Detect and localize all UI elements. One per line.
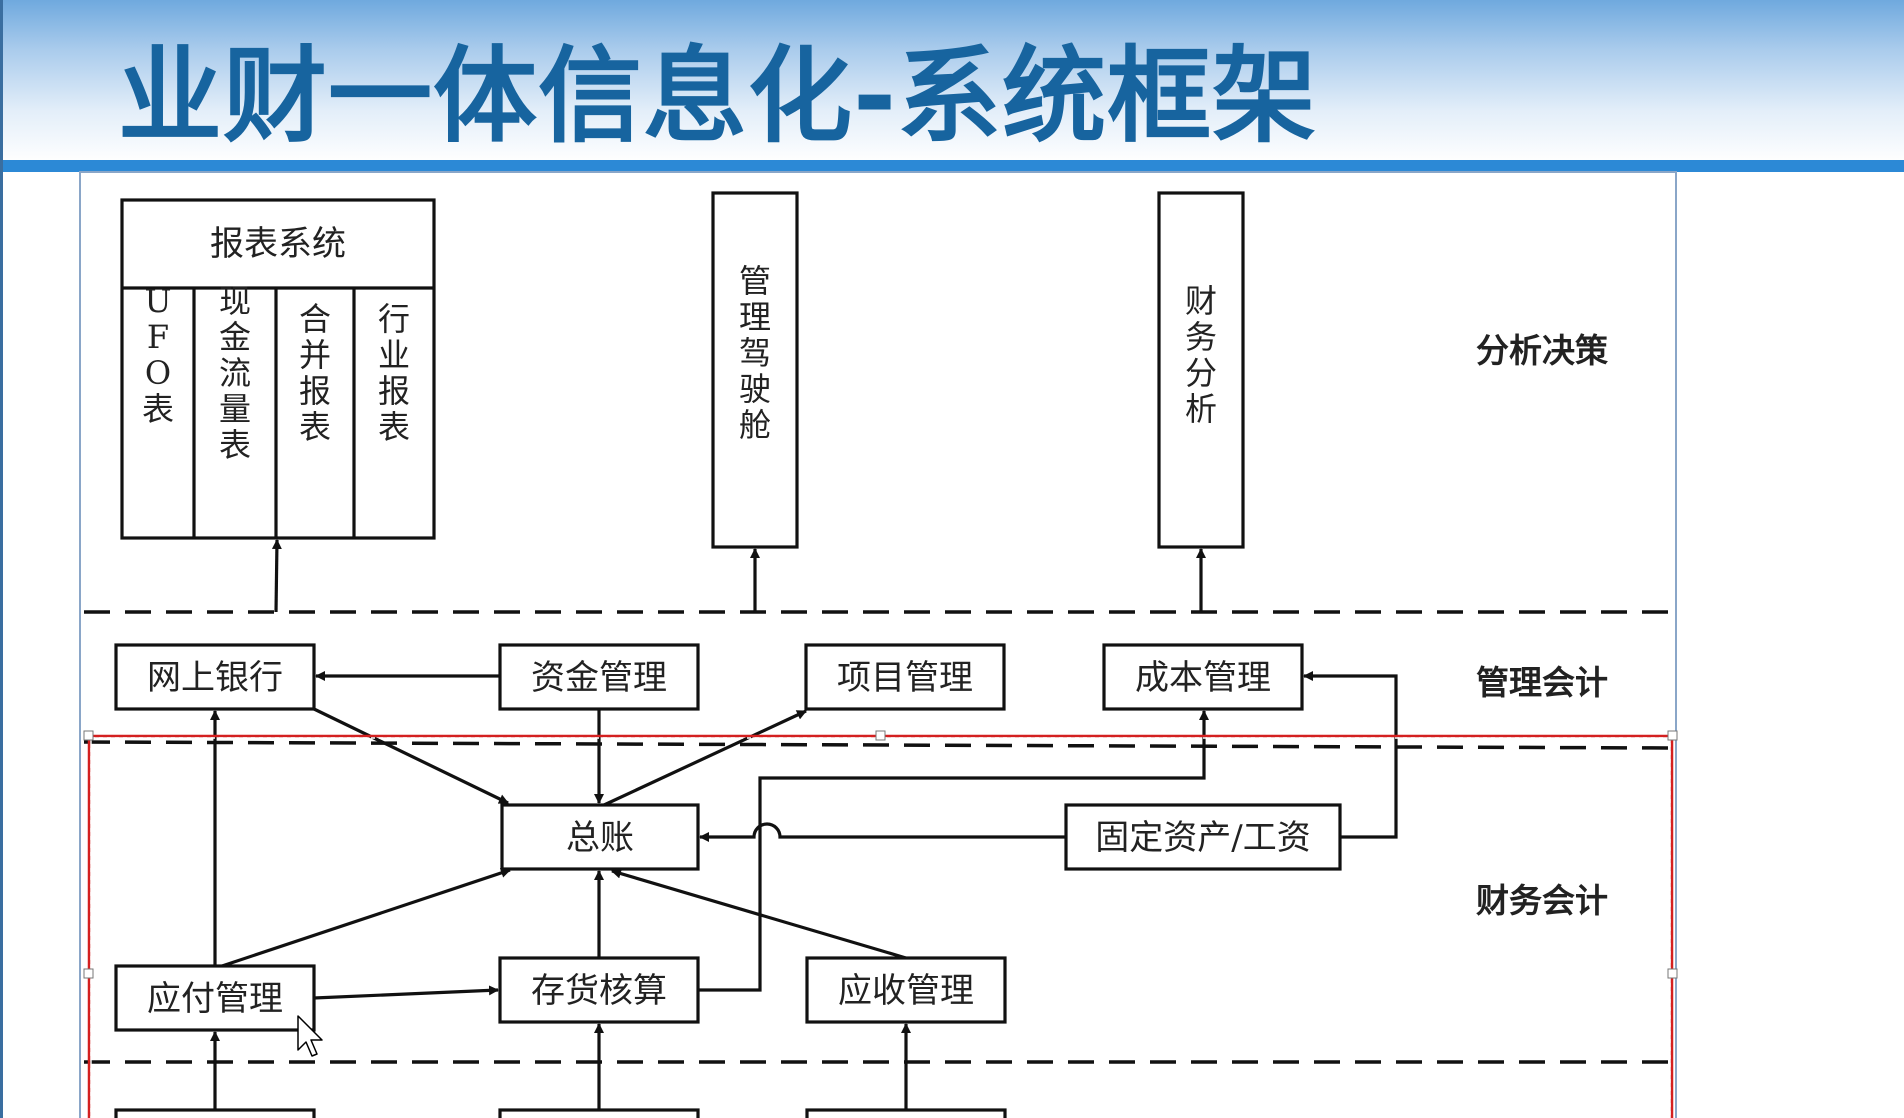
module-online-bank[interactable]: 网上银行 — [114, 643, 316, 711]
cost-management-box — [1102, 643, 1304, 711]
selection-handle[interactable] — [875, 730, 886, 741]
layer-divider-management — [83, 740, 1677, 750]
module-inventory-accounting[interactable]: 存货核算 — [498, 956, 700, 1024]
selection-handle[interactable] — [1667, 730, 1678, 741]
financial-analysis[interactable]: 财务分析 — [1157, 191, 1245, 549]
management-cockpit-box — [711, 191, 799, 549]
arrow-bank-to-ledger — [313, 707, 509, 805]
report-system-title: 报表系统 — [210, 224, 346, 264]
module-fund-management[interactable]: 资金管理 — [498, 643, 700, 711]
inventory-accounting-label: 存货核算 — [531, 971, 667, 1011]
module-general-ledger[interactable]: 总账 — [500, 803, 700, 871]
module-box-partial — [498, 1108, 700, 1118]
receivables-box — [805, 956, 1007, 1024]
arrow-fixed-assets-to-cost — [1303, 671, 1398, 839]
arrow-ledger-to-project — [603, 709, 807, 807]
module-payables[interactable]: 应付管理 — [114, 964, 316, 1032]
selection-handle[interactable] — [83, 730, 94, 741]
financial-analysis-label: 财务分析 — [1185, 282, 1217, 428]
fixed-assets-payroll-box — [1064, 803, 1342, 871]
slide-header — [0, 0, 1904, 163]
module-cost-management[interactable]: 成本管理 — [1102, 643, 1304, 711]
diagram-frame — [79, 171, 1677, 1118]
online-bank-box — [114, 643, 316, 711]
slide-title: 业财一体信息化-系统框架 — [118, 35, 1318, 157]
fund-management-label: 资金管理 — [531, 658, 667, 698]
project-management-box — [804, 643, 1006, 711]
cost-management-label: 成本管理 — [1135, 658, 1271, 698]
arrow-fixed-assets-to-ledger — [699, 822, 1066, 842]
general-ledger-label: 总账 — [566, 818, 634, 858]
slide-left-edge — [0, 0, 3, 1118]
report-system-box — [120, 198, 436, 540]
arrow-payables-to-ledger — [221, 868, 511, 968]
management-cockpit[interactable]: 管理驾驶舱 — [711, 191, 799, 549]
module-box-partial — [805, 1108, 1007, 1118]
selection-outline-inner — [90, 737, 1671, 1118]
module-fixed-assets-payroll[interactable]: 固定资产/工资 — [1064, 803, 1342, 871]
selection-handle[interactable] — [1667, 968, 1678, 979]
mouse-cursor-icon — [297, 1015, 323, 1057]
layer-label-analysis: 分析决策 — [1476, 331, 1608, 370]
report-consolidated[interactable]: 合并报表 — [299, 300, 331, 446]
financial-analysis-box — [1157, 191, 1245, 549]
module-box-partial — [114, 1108, 316, 1118]
arrow-receivables-to-ledger — [611, 868, 907, 960]
online-bank-label: 网上银行 — [147, 658, 283, 698]
receivables-label: 应收管理 — [838, 971, 974, 1011]
layer-label-financial-accounting: 财务会计 — [1476, 881, 1608, 920]
inventory-accounting-box — [498, 956, 700, 1024]
report-cash-flow[interactable]: 现金流量表 — [219, 282, 251, 464]
layer-label-management-accounting: 管理会计 — [1476, 663, 1608, 702]
report-industry[interactable]: 行业报表 — [378, 300, 410, 446]
module-project-management[interactable]: 项目管理 — [804, 643, 1006, 711]
arrow-inventory-to-cost — [698, 710, 1209, 992]
management-cockpit-label: 管理驾驶舱 — [739, 262, 771, 444]
header-rule — [0, 160, 1904, 172]
project-management-label: 项目管理 — [837, 658, 973, 698]
payables-label: 应付管理 — [147, 979, 283, 1019]
arrow-to-report-system — [271, 539, 282, 613]
general-ledger-box — [500, 803, 700, 871]
fixed-assets-payroll-label: 固定资产/工资 — [1095, 818, 1310, 858]
selection-handle[interactable] — [83, 968, 94, 979]
arrow-payables-to-inventory — [313, 985, 499, 1000]
module-receivables[interactable]: 应收管理 — [805, 956, 1007, 1024]
